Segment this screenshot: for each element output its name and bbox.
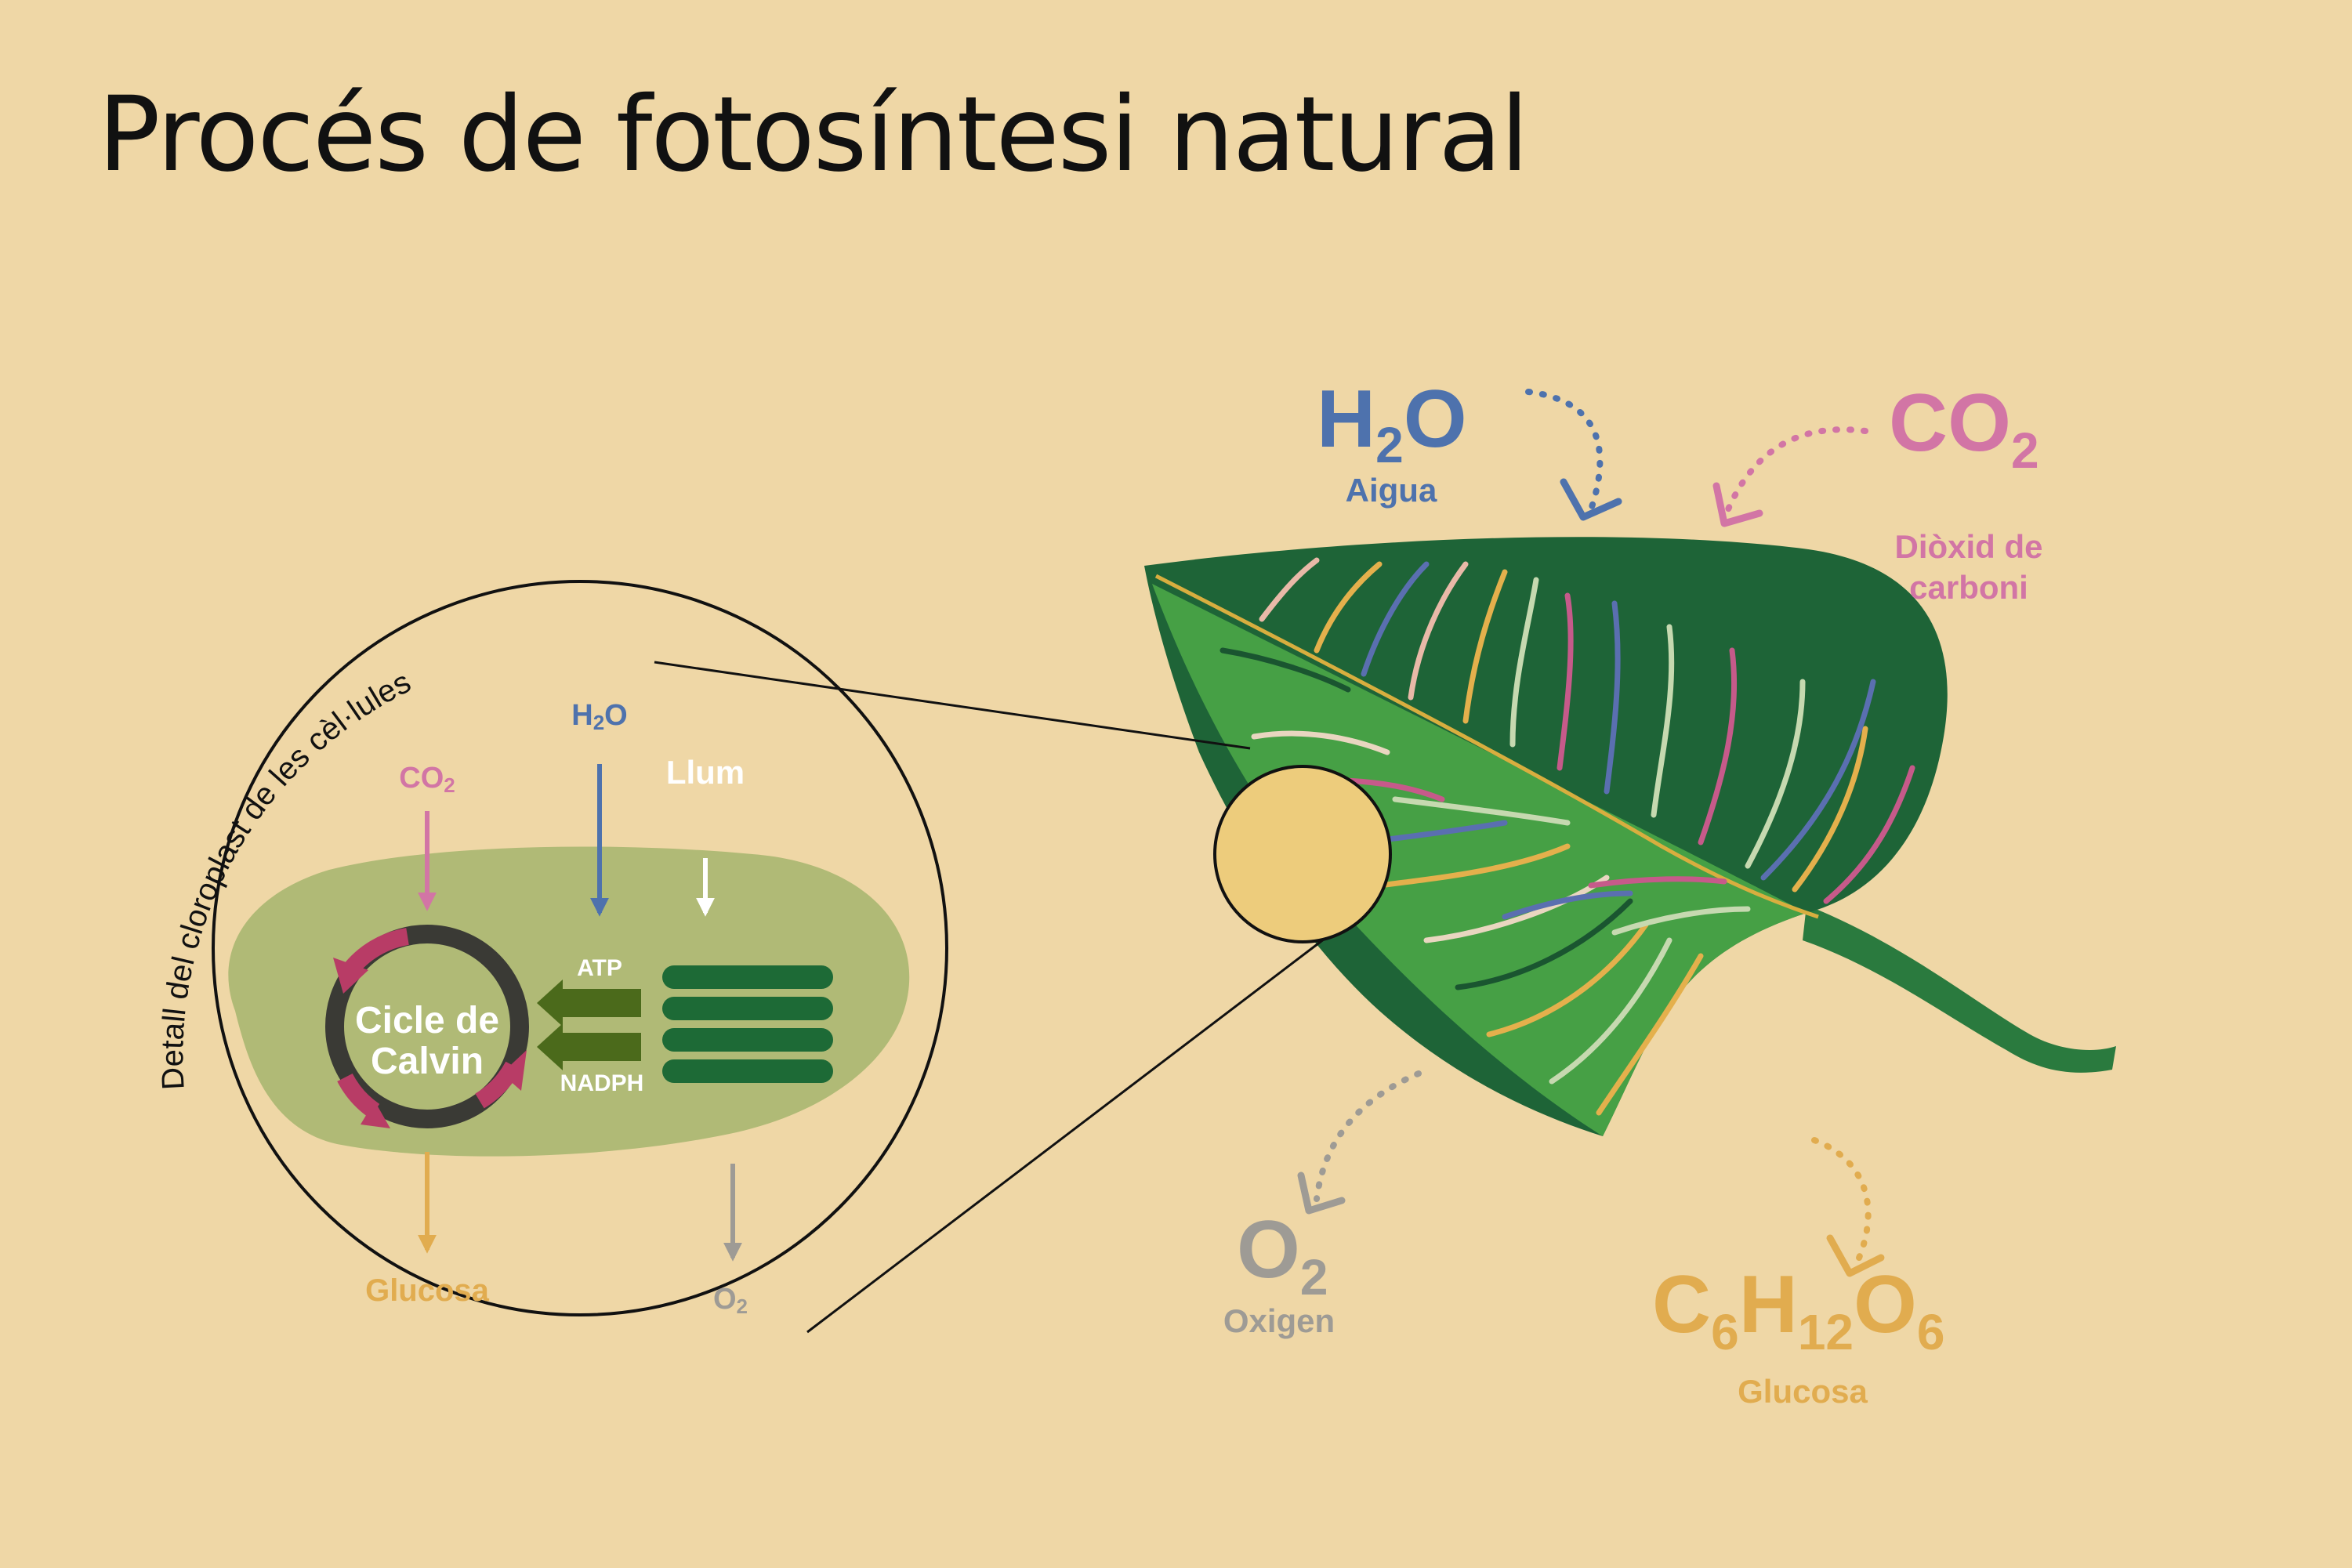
h2o-input: H2O Aigua	[1317, 374, 1622, 521]
thylakoid-disc	[662, 1028, 833, 1052]
glucose-dotted-arrow	[1811, 1137, 1872, 1265]
glucose-formula: C6H12O6	[1652, 1259, 1945, 1360]
chloroplast-detail: Detall del cloroplast de les cèl·lules C…	[155, 580, 948, 1318]
leaf-midrib	[1154, 574, 1819, 919]
calvin-ring	[325, 925, 529, 1128]
co2-arrow-head-icon	[1712, 482, 1763, 527]
h2o-dotted-arrow	[1525, 389, 1604, 512]
h2o-name: Aigua	[1346, 472, 1437, 509]
detail-h2o-label: H2O	[571, 699, 627, 734]
calvin-label-line2: Calvin	[371, 1041, 484, 1082]
h2o-arrow-head-icon	[1560, 478, 1622, 521]
nadph-arrow	[537, 1023, 641, 1070]
atp-arrow	[537, 980, 641, 1027]
o2-formula: O2	[1237, 1204, 1328, 1305]
detail-light-label: Llum	[666, 754, 745, 791]
thylakoid-disc	[662, 1059, 833, 1083]
co2-name-line2: carboni	[1909, 569, 2028, 606]
atp-label: ATP	[577, 955, 622, 981]
thylakoid-disc	[662, 997, 833, 1020]
co2-input: CO2 Diòxid de carboni	[1712, 378, 2043, 606]
detail-o2-label: O2	[713, 1283, 748, 1318]
zoom-indicator	[654, 661, 1392, 1334]
leaf-light-half	[1152, 584, 1807, 1136]
page-title: Procés de fotosíntesi natural	[98, 74, 1529, 195]
calvin-arrowhead-icon	[333, 958, 368, 994]
glucose-name: Glucosa	[1738, 1373, 1868, 1410]
zoom-small-circle	[1213, 765, 1392, 943]
calvin-label-line1: Cicle de	[355, 1000, 499, 1041]
nadph-label: NADPH	[560, 1070, 644, 1096]
calvin-arrowhead-icon	[502, 1050, 527, 1091]
leaf-veins	[1219, 557, 1915, 1116]
glucose-output: C6H12O6 Glucosa	[1652, 1137, 1945, 1410]
leaf	[1144, 537, 2116, 1136]
glucose-arrow-head-icon	[1826, 1234, 1885, 1277]
zoom-line-top	[654, 661, 1251, 750]
thylakoid-stack	[662, 965, 833, 1083]
co2-name-line1: Diòxid de	[1894, 528, 2042, 565]
thylakoid-disc	[662, 965, 833, 989]
o2-name: Oxigen	[1223, 1302, 1335, 1339]
calvin-cycle: Cicle de Calvin	[325, 925, 529, 1128]
o2-arrow-head-icon	[1297, 1171, 1346, 1215]
o2-dotted-arrow	[1314, 1070, 1422, 1202]
o2-output: O2 Oxigen	[1223, 1070, 1422, 1339]
calvin-arrowhead-icon	[361, 1101, 390, 1128]
co2-dotted-arrow	[1725, 426, 1868, 512]
detail-co2-label: CO2	[399, 762, 455, 797]
detail-glucose-label: Glucosa	[365, 1273, 490, 1308]
detail-circle	[212, 580, 948, 1316]
leaf-stem	[1803, 905, 2116, 1073]
h2o-formula: H2O	[1317, 374, 1467, 473]
zoom-line-bottom	[806, 937, 1325, 1334]
co2-formula: CO2	[1889, 378, 2039, 479]
